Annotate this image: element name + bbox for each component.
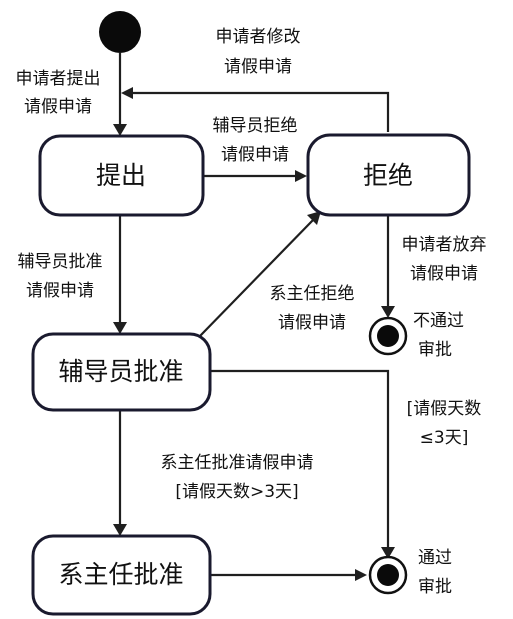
arrowhead-submit-to-reject [295, 170, 307, 182]
arrowhead-counselor-to-dean [113, 524, 127, 536]
label-reject-to-submit-line2: 请假申请 [224, 57, 292, 77]
label-reject-to-not-passed-line1: 申请者放弃 [402, 235, 487, 255]
label-initial-to-submit: 申请者提出 请假申请 [16, 69, 101, 117]
state-submit-label: 提出 [96, 161, 146, 190]
label-counselor-to-dean-line1: 系主任批准请假申请 [161, 453, 314, 473]
state-dean-approve-label: 系主任批准 [58, 560, 183, 589]
label-reject-to-submit: 申请者修改 请假申请 [216, 27, 301, 77]
label-counselor-to-reject: 系主任拒绝 请假申请 [270, 284, 355, 333]
state-submit: 提出 [38, 134, 205, 217]
state-counselor-approve: 辅导员批准 [31, 332, 212, 412]
final-not-passed-line1: 不通过 [413, 311, 464, 331]
final-state-passed-dot [377, 564, 399, 586]
arrowhead-counselor-to-reject [307, 211, 321, 225]
state-dean-approve: 系主任批准 [31, 534, 212, 616]
edge-counselor-to-passed [210, 369, 390, 548]
label-submit-to-counselor-line2: 请假申请 [26, 281, 94, 301]
state-submit-box [38, 134, 205, 217]
final-state-not-passed: 不通过 审批 [368, 311, 464, 360]
state-dean-approve-box [31, 534, 212, 616]
label-counselor-to-passed-line2: ≤3天] [420, 428, 469, 448]
arrowhead-initial-to-submit [113, 124, 127, 136]
arrowhead-reject-to-not-passed [381, 306, 395, 318]
label-submit-to-reject: 辅导员拒绝 请假申请 [213, 116, 298, 165]
state-reject-label: 拒绝 [363, 161, 413, 190]
label-counselor-to-reject-line2: 请假申请 [278, 313, 346, 333]
arrowhead-submit-to-counselor [113, 322, 127, 334]
state-reject: 拒绝 [306, 133, 471, 217]
initial-state-node [99, 11, 141, 53]
label-submit-to-reject-line2: 请假申请 [221, 145, 289, 165]
final-not-passed-line2: 审批 [418, 340, 452, 360]
final-passed-line1: 通过 [418, 548, 452, 568]
final-state-passed: 通过 审批 [368, 548, 452, 597]
label-counselor-to-reject-line1: 系主任拒绝 [270, 284, 355, 304]
label-initial-to-submit-line2: 请假申请 [24, 97, 92, 117]
edges [113, 53, 395, 581]
final-passed-line2: 审批 [418, 577, 452, 597]
label-submit-to-counselor-line1: 辅导员批准 [18, 252, 103, 272]
label-counselor-to-passed-line1: [请假天数 [407, 399, 482, 419]
label-submit-to-reject-line1: 辅导员拒绝 [213, 116, 298, 136]
label-reject-to-not-passed-line2: 请假申请 [410, 264, 478, 284]
label-counselor-to-dean: 系主任批准请假申请 [请假天数>3天] [161, 453, 314, 502]
arrowhead-reject-to-submit [121, 87, 133, 99]
state-reject-box [306, 133, 471, 217]
edge-counselor-to-reject [199, 218, 315, 337]
arrowhead-counselor-to-passed [381, 547, 395, 559]
edge-reject-to-submit [130, 91, 390, 132]
label-counselor-to-dean-line2: [请假天数>3天] [175, 482, 298, 502]
arrowhead-dean-to-passed [355, 569, 367, 581]
state-counselor-approve-label: 辅导员批准 [58, 357, 183, 386]
label-counselor-to-passed: [请假天数 ≤3天] [407, 399, 482, 448]
final-state-not-passed-dot [377, 325, 399, 347]
label-reject-to-submit-line1: 申请者修改 [216, 27, 301, 47]
label-initial-to-submit-line1: 申请者提出 [16, 69, 101, 89]
label-submit-to-counselor: 辅导员批准 请假申请 [18, 252, 103, 301]
state-counselor-approve-box [31, 332, 212, 412]
label-reject-to-not-passed: 申请者放弃 请假申请 [402, 235, 487, 284]
